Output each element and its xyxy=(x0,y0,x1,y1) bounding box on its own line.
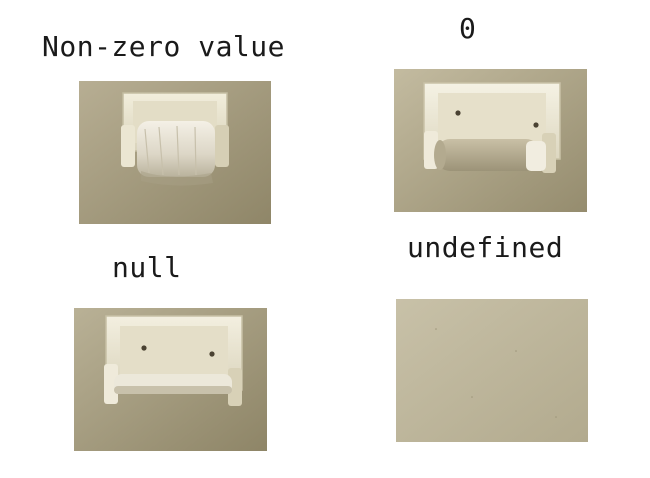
label-zero: 0 xyxy=(459,12,477,45)
empty-holder-image xyxy=(74,308,267,451)
photo-holder-with-roll xyxy=(79,81,271,224)
label-null: null xyxy=(112,251,182,284)
photo-holder-with-empty-tube xyxy=(394,69,587,212)
bare-wall-image xyxy=(396,299,588,442)
photo-bare-wall xyxy=(396,299,588,442)
label-undefined: undefined xyxy=(407,231,564,264)
toilet-paper-roll-image xyxy=(79,81,271,224)
empty-cardboard-tube-image xyxy=(394,69,587,212)
photo-holder-empty xyxy=(74,308,267,451)
label-non-zero-value: Non-zero value xyxy=(42,30,286,63)
